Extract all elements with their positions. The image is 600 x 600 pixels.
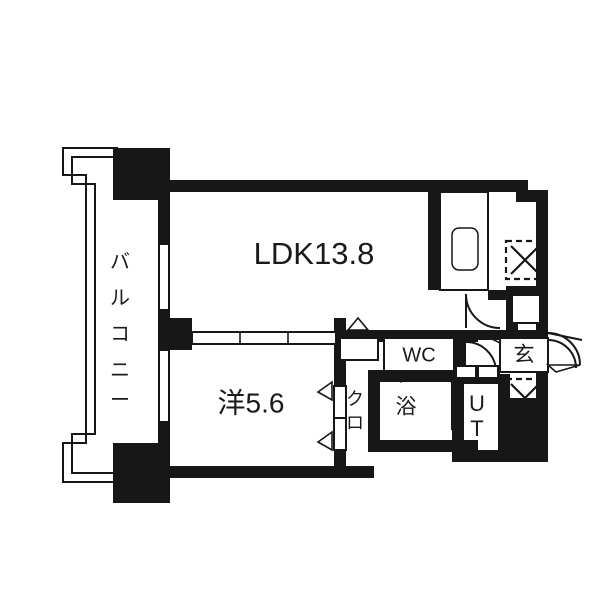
utility-washer-slot <box>455 365 499 379</box>
label-utility-char-0: U <box>469 391 485 416</box>
label-closet-char-0: ク <box>346 389 364 409</box>
closet-folding-doors <box>316 380 347 452</box>
ldk-balcony-window <box>158 243 170 311</box>
label-ldk: LDK13.8 <box>254 236 375 271</box>
pipe-shaft-upper <box>504 239 546 281</box>
label-balcony-char-0: バ <box>110 251 130 273</box>
label-balcony-char-4: ー <box>110 389 130 411</box>
structural-walls <box>113 148 548 503</box>
bedroom-balcony-window <box>158 349 170 423</box>
label-toilet: WC <box>402 344 435 366</box>
label-closet-char-1: ロ <box>346 413 364 433</box>
label-utility-char-1: T <box>470 416 483 441</box>
label-closet: ク ロ <box>346 389 364 433</box>
windows <box>158 243 170 423</box>
balcony-railing <box>62 147 118 483</box>
sink-basin <box>451 227 479 271</box>
label-bath: 浴 <box>396 396 417 419</box>
label-balcony-char-3: ニ <box>110 359 130 381</box>
ldk-hall-door <box>339 316 379 361</box>
kitchen-counter <box>439 191 489 291</box>
label-balcony-char-1: ル <box>110 287 130 309</box>
pipe-shaft-lower <box>504 377 546 419</box>
bedroom-sliding-doors <box>191 331 337 345</box>
label-utility: U T <box>469 391 485 441</box>
entrance-genkan <box>499 332 583 373</box>
label-balcony-char-2: コ <box>110 323 130 345</box>
label-bedroom: 洋5.6 <box>218 387 285 418</box>
label-entrance: 玄 <box>514 344 535 367</box>
label-balcony: バ ル コ ニ ー <box>110 251 130 411</box>
